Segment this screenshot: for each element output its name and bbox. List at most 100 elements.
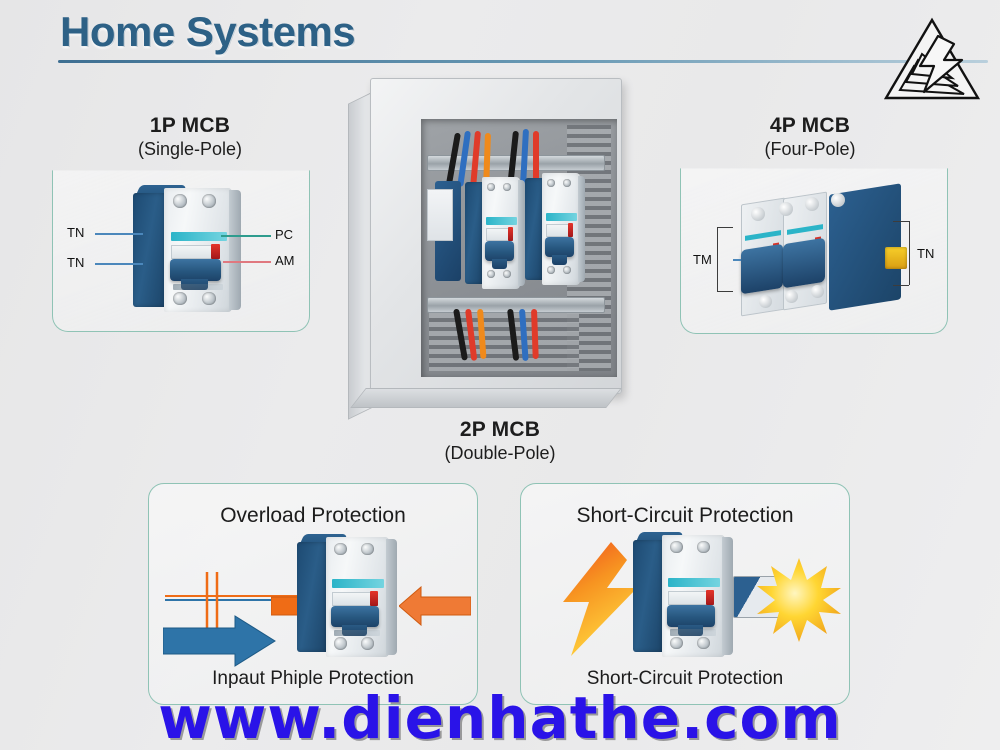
mcb-screw <box>361 542 374 556</box>
mcb-trip-indicator <box>369 590 379 606</box>
mcb-screw <box>697 540 710 554</box>
panel-short-circuit-protection: Short-Circuit Protection Short-Circuit P… <box>520 483 850 705</box>
mcb-trip-indicator <box>705 589 715 605</box>
mcb-screw <box>547 179 555 187</box>
arrow-orange-return <box>399 586 471 626</box>
label-tm: TM <box>693 252 712 267</box>
mcb-label-strip <box>668 578 721 588</box>
mcb-brand-mark <box>173 283 223 291</box>
mcb-device-1p <box>133 185 245 315</box>
mcb-body-side <box>525 177 544 281</box>
enclosure-backplate <box>421 119 617 377</box>
mcb-screw <box>503 183 511 191</box>
mcb-screw <box>670 636 683 650</box>
mcb-screw <box>811 285 824 298</box>
mcb-screw <box>785 290 798 303</box>
site-watermark: www.dienhathe.com <box>158 684 842 750</box>
enclosure-2p-mcb <box>348 66 638 420</box>
mcb-toggle-lever[interactable] <box>169 259 222 291</box>
mcb-right-edge <box>722 537 733 655</box>
mcb-toggle-lever[interactable] <box>667 604 716 636</box>
mcb-screw <box>173 194 187 208</box>
mcb-body-side <box>297 541 329 653</box>
page-title: Home Systems <box>60 8 356 55</box>
mcb-toggle-lever[interactable] <box>741 243 783 295</box>
mcb-right-edge <box>229 190 241 310</box>
mcb-toggle-lever[interactable] <box>331 605 380 637</box>
mcb-toggle-lever[interactable] <box>783 237 825 289</box>
leader-line-am <box>223 261 271 263</box>
mcb-trip-indicator <box>211 243 221 260</box>
mcb-screw <box>759 295 772 308</box>
mcb-screw <box>697 636 710 650</box>
mcb-label-strip <box>546 212 578 221</box>
mcb-device-overload <box>297 534 401 660</box>
leader-line-tn-top <box>95 233 143 235</box>
short-circuit-footer: Short-Circuit Protection <box>586 668 784 689</box>
arrow-blue-incoming <box>163 615 276 667</box>
mcb-screw <box>563 179 571 187</box>
panel-overload-protection: Overload Protection Inpaut Phiple Protec… <box>148 483 478 705</box>
short-circuit-title: Short-Circuit Protection <box>576 504 794 527</box>
pyramid-lightning-logo <box>880 14 984 104</box>
din-rail-bottom <box>427 297 605 313</box>
caption-1p-title: 1P MCB <box>149 114 231 137</box>
mcb-device-4p <box>733 183 913 321</box>
caption-1p-mcb: 1P MCB (Single-Pole) <box>80 114 300 160</box>
label-tn-bottom: TN <box>67 255 85 270</box>
mcb-right-edge <box>518 179 525 287</box>
mcb-trip-indicator <box>508 227 514 242</box>
mcb-screw <box>503 270 511 278</box>
mcb-toggle-lever[interactable] <box>545 237 574 265</box>
mcb-brand-mark <box>670 629 717 636</box>
caption-4p-subtitle: (Four-Pole) <box>764 139 856 159</box>
mcb-label-strip <box>171 231 228 241</box>
mcb-right-edge <box>386 539 397 655</box>
caption-4p-title: 4P MCB <box>769 114 851 137</box>
caption-1p-subtitle: (Single-Pole) <box>137 139 243 159</box>
panel-4p-mcb: TM TN <box>680 168 948 334</box>
mcb-screw <box>831 193 845 207</box>
label-pc: PC <box>275 227 294 242</box>
terminal-block <box>427 189 453 241</box>
mcb-screw <box>779 202 793 216</box>
caption-2p-mcb: 2P MCB (Double-Pole) <box>390 418 610 464</box>
enclosure-front-frame <box>370 78 622 394</box>
dimension-tick <box>717 227 733 228</box>
mcb-label-strip <box>332 579 385 589</box>
leader-line-tm <box>733 259 741 261</box>
mcb-screw <box>361 637 374 650</box>
spark-burst-icon <box>757 558 841 642</box>
mcb-screw <box>334 542 347 556</box>
mcb-screw <box>563 266 571 274</box>
mcb-device-2p-left <box>465 175 527 291</box>
mcb-trip-indicator <box>568 223 574 238</box>
mcb-screw <box>487 183 495 191</box>
mcb-brand-mark <box>334 629 381 637</box>
mcb-body-side <box>633 539 665 653</box>
mcb-screw <box>334 637 347 650</box>
leader-line-tn-bottom <box>95 263 143 265</box>
label-tn-top: TN <box>67 225 85 240</box>
mcb-screw <box>202 291 216 306</box>
dimension-tick <box>717 291 733 292</box>
caption-2p-title: 2P MCB <box>459 418 541 441</box>
ventilation-slots-bottom <box>429 309 579 371</box>
mcb-screw <box>805 197 819 211</box>
wire-red <box>533 131 539 189</box>
mcb-label-strip <box>486 216 518 225</box>
enclosure-left-bevel <box>348 92 372 420</box>
overload-footer: Inpaut Phiple Protection <box>212 668 414 689</box>
dimension-bracket-left <box>717 227 718 291</box>
leader-line-pc <box>221 235 271 237</box>
mcb-screw <box>173 291 187 306</box>
mcb-toggle-lever[interactable] <box>485 241 514 269</box>
dimension-bracket-right <box>909 221 910 285</box>
mcb-device-2p-right <box>525 171 587 287</box>
dimension-tick <box>893 285 909 286</box>
overload-title: Overload Protection <box>220 504 406 527</box>
mcb-screw <box>670 540 683 554</box>
mcb-screw <box>202 194 216 208</box>
title-divider <box>58 60 988 63</box>
